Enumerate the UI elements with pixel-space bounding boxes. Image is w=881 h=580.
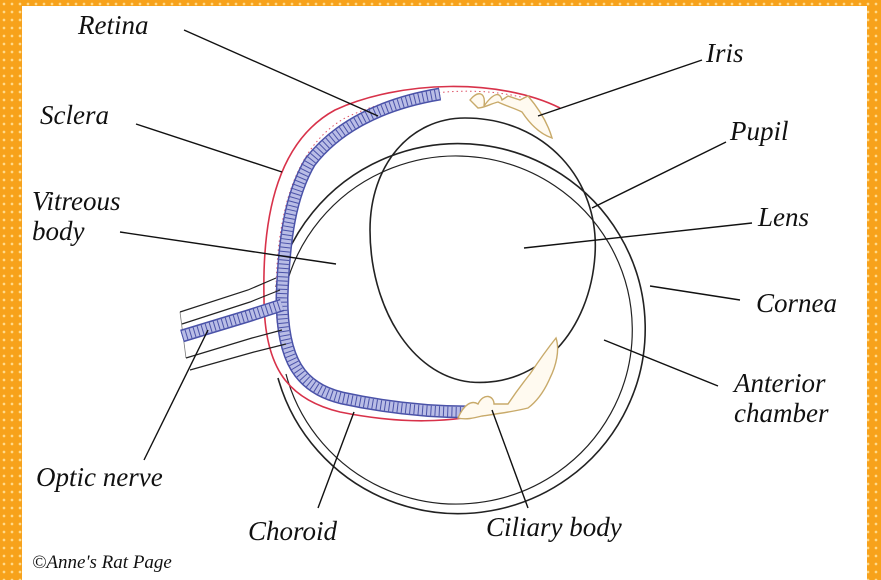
- diagram-panel: Retina Iris Sclera Pupil Vitreous body L…: [22, 6, 867, 580]
- pointer-anterior-chamber: [604, 340, 718, 386]
- pointer-choroid: [318, 412, 354, 508]
- retina-layer-rungs: [282, 94, 470, 412]
- label-iris: Iris: [706, 38, 744, 68]
- label-lens: Lens: [758, 202, 809, 232]
- label-choroid: Choroid: [248, 516, 337, 546]
- label-cornea: Cornea: [756, 288, 837, 318]
- pointer-sclera: [136, 124, 282, 172]
- pointer-retina: [184, 30, 378, 116]
- retina-layer-fill: [282, 94, 470, 412]
- retina-layer: [282, 94, 470, 412]
- label-ciliary-body: Ciliary body: [486, 512, 622, 542]
- pointer-cornea: [650, 286, 740, 300]
- eye-diagram: [22, 6, 867, 580]
- pointer-lens: [524, 223, 752, 248]
- optic-nerve: [180, 278, 286, 370]
- choroid-layer: [264, 86, 560, 420]
- pointer-pupil: [592, 142, 726, 208]
- pointer-lines: [120, 30, 752, 508]
- sclera-outer-outline: [276, 144, 645, 514]
- label-optic-nerve: Optic nerve: [36, 462, 163, 492]
- label-anterior-chamber: Anterior chamber: [734, 368, 828, 428]
- pointer-ciliary-body: [492, 410, 528, 508]
- label-sclera: Sclera: [40, 100, 109, 130]
- copyright-credit: ©Anne's Rat Page: [32, 552, 172, 574]
- label-vitreous-body: Vitreous body: [32, 186, 121, 246]
- pointer-optic-nerve: [144, 330, 208, 460]
- pointer-iris: [538, 60, 702, 116]
- sclera-inner-outline: [285, 156, 632, 504]
- label-pupil: Pupil: [730, 116, 789, 146]
- choroid-layer-inner: [276, 91, 525, 413]
- pointer-vitreous: [120, 232, 336, 264]
- label-retina: Retina: [78, 10, 148, 40]
